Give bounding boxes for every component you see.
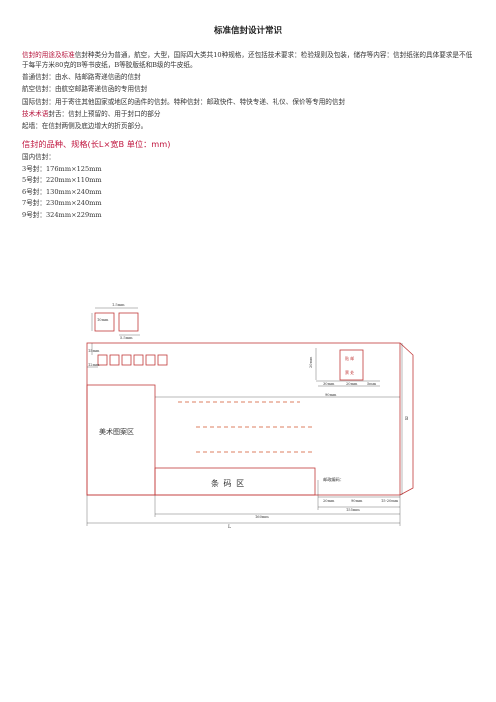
dim-top-small: 1.5mm [112,303,125,307]
tech-label: 技术术语 [22,109,49,118]
dim-sub-small: 5.5mm [120,336,133,340]
dim-stamp-h: 20mm [309,356,313,368]
art-area-rect [86,384,156,496]
dim-pc-total: 155mm [346,508,360,512]
size-item-3: 3号封：176mm×125mm [22,164,102,173]
dim-stamp-b: 20mm [346,382,358,386]
size-item-9: 9号封：324mm×229mm [22,210,102,219]
envelope-outline [86,342,401,496]
stamp-box [339,349,364,381]
domestic-label: 国内信封： [22,152,55,161]
postcode-box [97,354,108,366]
intro-label: 信封的用途及标准 [22,51,75,59]
dim-pc-c: 15-20mm [381,499,399,503]
page-title: 标准信封设计常识 [213,26,282,36]
dim-left-mid: 12mm [88,363,100,367]
dim-stamp-c: 5mm [367,382,377,386]
art-area-label: 美术图案区 [99,427,134,436]
def-ordinary: 普通信封：由水、陆邮路寄递信函的信封 [22,73,141,82]
dim-pc-a: 20mm [323,499,335,503]
postcode-box [157,354,168,366]
dim-left-top: 15mm [88,349,100,353]
postcode-box [145,354,156,366]
barcode-label: 条 码 区 [211,478,245,488]
tech-term: 技术术语封舌：信封上预留的、用于封口的部分 [22,109,476,119]
postcode-box [121,354,132,366]
dim-total: L [228,524,231,530]
size-item-6: 6号封：130mm×240mm [22,187,102,196]
postcode-label: 邮政编码： [323,476,344,483]
stamp-label-1: 贴 邮 [345,355,354,361]
def-fold: 起墙：在信封两侧及底边增大的折页部分。 [22,121,148,130]
def-international: 国际信封：用于寄往其他国家或地区的函件的信封。特种信封：邮政快件、特快专递、礼仪… [22,97,346,106]
document-body: 信封的用途及标准信封种类分为普通，航空，大型，国际四大类共10种规格，还包括技术… [22,50,476,222]
tech-text: 封舌：信封上预留的、用于封口的部分 [48,109,161,118]
size-item-7: 7号封：230mm×240mm [22,199,102,208]
postcode-box [109,354,120,366]
dim-pc-b: 90mm [351,499,363,503]
stamp-label-2: 票 处 [345,369,354,375]
dim-stamp-a: 30mm [323,382,335,386]
dim-side-small: 10mm [97,318,109,322]
intro-text: 信封种类分为普通，航空，大型，国际四大类共10种规格，还包括技术要求：检验规则及… [22,51,473,69]
envelope-flap [399,342,414,496]
dim-bar-w: 160mm [255,515,269,519]
intro-paragraph: 信封的用途及标准信封种类分为普通，航空，大型，国际四大类共10种规格，还包括技术… [22,50,476,70]
stamp-example-box [118,312,139,332]
postcode-box [133,354,144,366]
dim-height: B [405,416,409,422]
sizes-heading: 信封的品种、规格(长L×宽B 单位：mm) [22,138,171,149]
dim-addr-w: 90mm [325,393,337,397]
stamp-example-box [94,312,115,332]
def-air: 航空信封：由航空邮路寄递信函的专用信封 [22,85,148,94]
size-item-5: 5号封：220mm×110mm [22,176,102,185]
